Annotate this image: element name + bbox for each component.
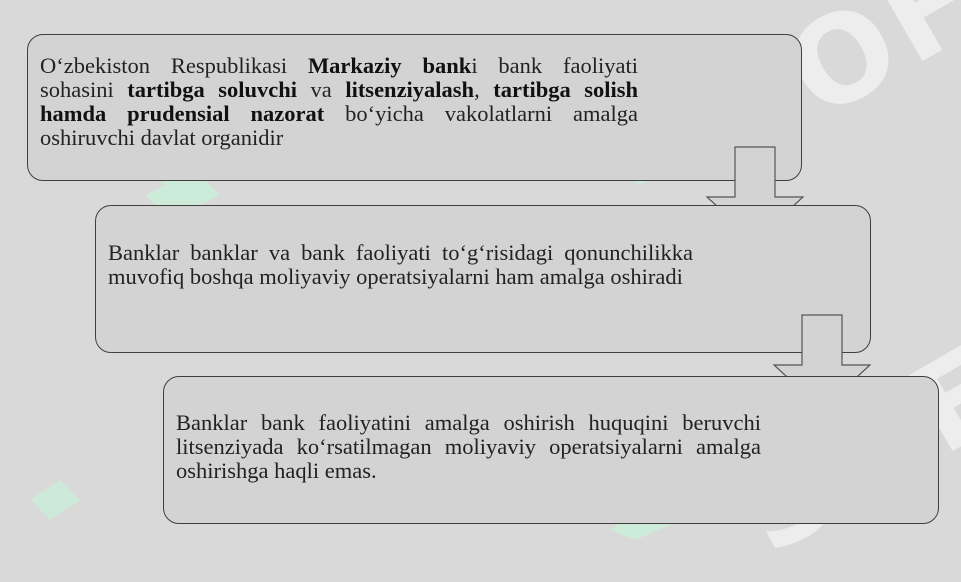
step-text-1: O‘zbekiston Respublikasi Markaziy banki … [40, 54, 638, 150]
bold-term: tartibga soluvchi [127, 77, 298, 102]
text-run: , [474, 77, 494, 102]
step-box-2 [95, 205, 871, 353]
step-box-1 [27, 34, 802, 181]
bold-term: Markaziy bank [307, 53, 472, 78]
sof-logo-icon [30, 480, 80, 520]
text-run: i bank faoliyati sohasini [40, 53, 638, 102]
step-text-3: Banklar bank faoliyatini amalga oshirish… [176, 411, 761, 483]
text-run: Banklar bank faoliyatini amalga oshirish… [176, 410, 761, 483]
diagram-canvas: SOF SOF O‘zbekiston Respublikasi Markazi… [27, 0, 961, 582]
bold-term: tartibga solish hamda prudensial nazorat [40, 77, 638, 126]
step-box-3 [163, 376, 939, 524]
bold-term: litsenziyalash [345, 77, 475, 102]
text-run: O‘zbekiston Respublikasi [40, 53, 308, 78]
text-run: va [297, 77, 346, 102]
text-run: Banklar banklar va bank faoliyati to‘g‘r… [108, 240, 693, 289]
text-run: bo‘yicha vakolatlarni amalga oshiruvchi … [40, 101, 638, 150]
step-text-2: Banklar banklar va bank faoliyati to‘g‘r… [108, 241, 693, 289]
